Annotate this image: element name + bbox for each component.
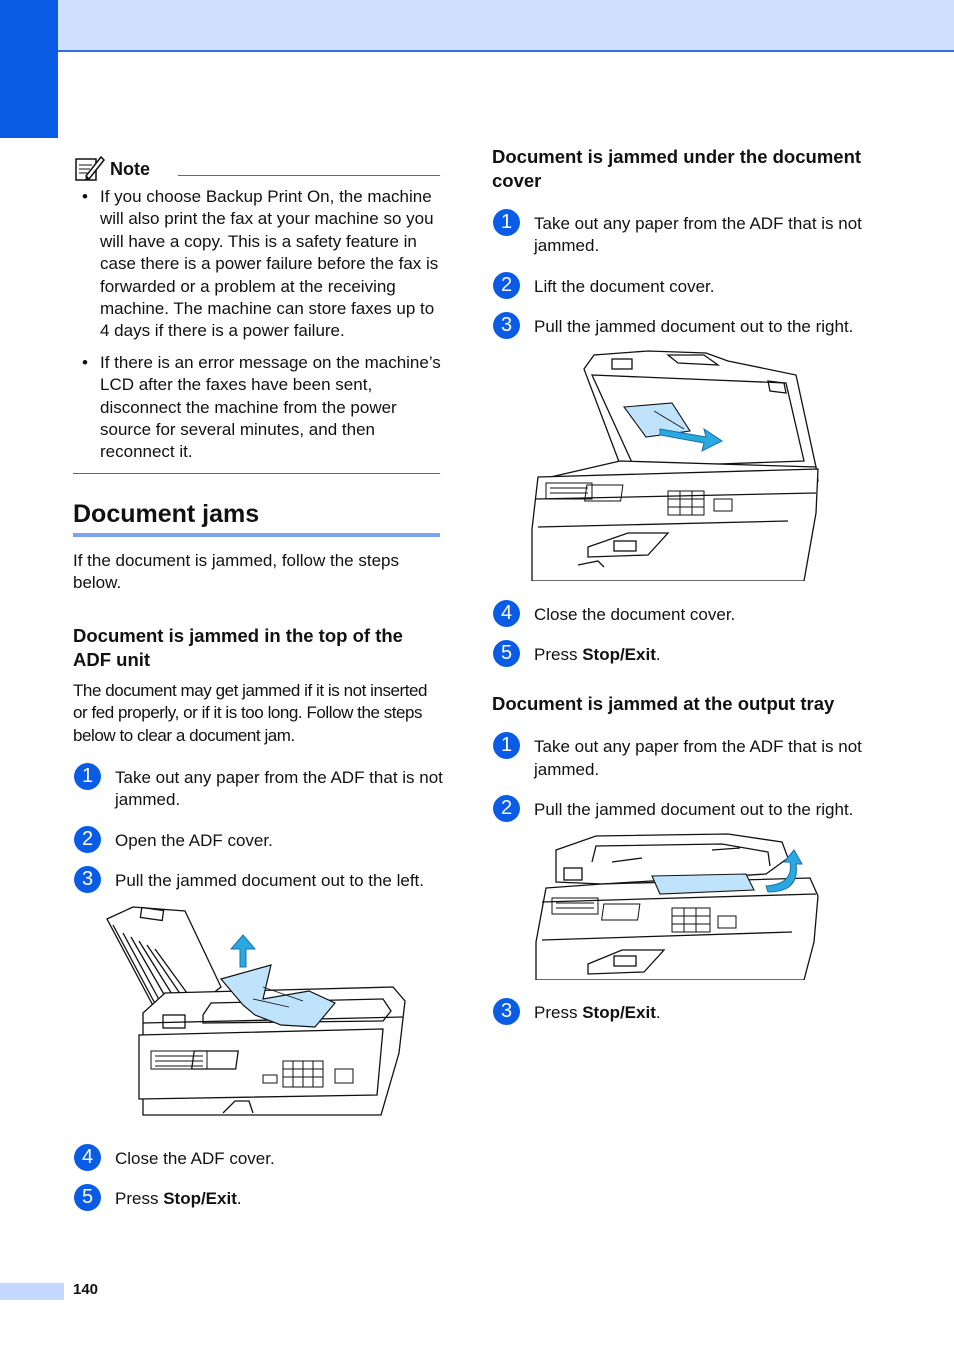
step-number-badge: 1 xyxy=(74,762,101,790)
section-rule xyxy=(73,532,440,537)
note-divider xyxy=(178,175,440,176)
step-text-prefix: Press xyxy=(115,1188,164,1208)
step-number-badge: 2 xyxy=(74,825,101,853)
under-cover-steps-continued: 4 Close the document cover. 5 Press Stop… xyxy=(492,599,862,668)
step-number-badge: 1 xyxy=(493,732,520,760)
output-tray-steps: 1 Take out any paper from the ADF that i… xyxy=(492,732,862,823)
step-text-suffix: . xyxy=(655,645,661,665)
step-item: 4 Close the ADF cover. xyxy=(73,1143,443,1171)
under-cover-heading: Document is jammed under the document co… xyxy=(492,146,862,191)
step-item: 3 Press Stop/Exit. xyxy=(492,997,862,1025)
step-item: 2 Open the ADF cover. xyxy=(73,825,443,853)
page-number-bar xyxy=(0,1283,64,1300)
adf-top-steps-continued: 4 Close the ADF cover. 5 Press Stop/Exit… xyxy=(73,1143,443,1211)
step-text: Lift the document cover. xyxy=(534,276,715,296)
step-number-badge: 3 xyxy=(493,312,520,340)
step-text-prefix: Press xyxy=(534,1002,583,1022)
adf-top-steps: 1 Take out any paper from the ADF that i… xyxy=(73,762,443,894)
step-item: 1 Take out any paper from the ADF that i… xyxy=(492,209,862,258)
step-item: 5 Press Stop/Exit. xyxy=(73,1183,443,1211)
step-number-badge: 2 xyxy=(493,271,520,299)
right-column: Document is jammed under the document co… xyxy=(492,145,862,1042)
step-number-badge: 4 xyxy=(74,1143,101,1171)
step-number-badge: 5 xyxy=(74,1183,101,1211)
step-number-badge: 3 xyxy=(493,997,520,1025)
step-text: Open the ADF cover. xyxy=(115,830,273,850)
step-text: Close the ADF cover. xyxy=(115,1148,275,1168)
output-tray-steps-continued: 3 Press Stop/Exit. xyxy=(492,997,862,1025)
left-column: Note If you choose Backup Print On, the … xyxy=(73,150,443,1228)
note-end-divider xyxy=(73,472,440,474)
chapter-tab xyxy=(0,0,58,138)
step-text: Take out any paper from the ADF that is … xyxy=(115,767,443,810)
note-bullet: If you choose Backup Print On, the machi… xyxy=(73,186,443,343)
step-text-suffix: . xyxy=(236,1188,242,1208)
step-text: Close the document cover. xyxy=(534,604,736,624)
step-number-badge: 1 xyxy=(493,209,520,236)
step-number-badge: 2 xyxy=(493,795,520,823)
section-intro: If the document is jammed, follow the st… xyxy=(73,550,399,593)
note-title: Note xyxy=(110,159,150,179)
note-list: If you choose Backup Print On, the machi… xyxy=(73,186,443,464)
step-number-badge: 4 xyxy=(493,599,520,627)
step-item: 3 Pull the jammed document out to the ri… xyxy=(492,312,862,340)
step-item: 4 Close the document cover. xyxy=(492,599,862,627)
output-tray-illustration xyxy=(535,833,819,980)
key-label: Stop/Exit xyxy=(582,1002,656,1022)
step-item: 2 Lift the document cover. xyxy=(492,271,862,299)
step-item: 5 Press Stop/Exit. xyxy=(492,640,862,668)
page-number: 140 xyxy=(73,1281,99,1298)
step-text: Take out any paper from the ADF that is … xyxy=(534,737,862,779)
step-item: 1 Take out any paper from the ADF that i… xyxy=(492,732,862,781)
document-cover-illustration xyxy=(531,349,819,581)
note-bullet: If there is an error message on the mach… xyxy=(73,352,443,464)
key-label: Stop/Exit xyxy=(582,645,656,665)
step-number-badge: 3 xyxy=(74,866,101,894)
output-tray-heading: Document is jammed at the output tray xyxy=(492,693,835,715)
step-text: Pull the jammed document out to the righ… xyxy=(534,317,854,337)
adf-top-description: The document may get jammed if it is not… xyxy=(73,680,428,745)
key-label: Stop/Exit xyxy=(163,1188,237,1208)
step-text: Pull the jammed document out to the righ… xyxy=(534,800,854,820)
adf-top-heading: Document is jammed in the top of the ADF… xyxy=(73,624,403,670)
under-cover-steps: 1 Take out any paper from the ADF that i… xyxy=(492,209,862,340)
step-text-suffix: . xyxy=(655,1002,661,1022)
step-text-prefix: Press xyxy=(534,645,583,665)
step-text: Take out any paper from the ADF that is … xyxy=(534,214,862,256)
step-item: 3 Pull the jammed document out to the le… xyxy=(73,866,443,894)
step-item: 1 Take out any paper from the ADF that i… xyxy=(73,762,443,812)
header-band xyxy=(0,0,954,52)
note-header: Note xyxy=(73,150,443,184)
section-title: Document jams xyxy=(73,499,260,528)
note-pencil-icon xyxy=(75,155,105,181)
step-text: Pull the jammed document out to the left… xyxy=(115,871,425,891)
step-item: 2 Pull the jammed document out to the ri… xyxy=(492,795,862,823)
step-number-badge: 5 xyxy=(493,640,520,668)
adf-open-illustration xyxy=(106,905,406,1116)
